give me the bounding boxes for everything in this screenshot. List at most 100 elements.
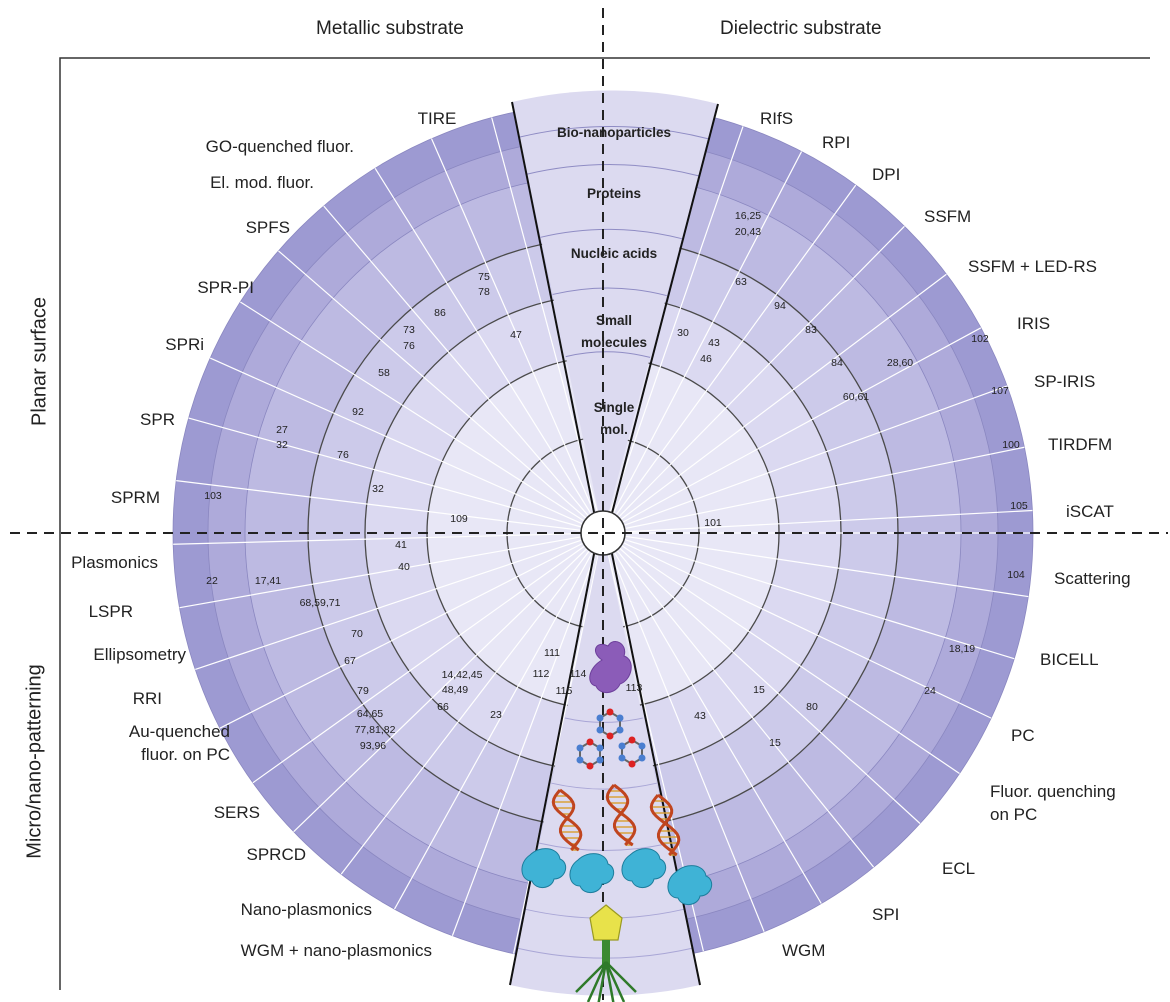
dna-helix [649,793,681,857]
reference-number: 24 [924,685,936,697]
reference-numbers: 75788647737658922732763210310916,2520,43… [204,210,1028,752]
wedge-arc [565,351,651,358]
atom [628,760,636,768]
reference-number: 47 [510,329,522,341]
ring-label: Bio-nanoparticles [557,125,671,140]
technique-label: SP-IRIS [1034,372,1095,391]
spoke-line [624,446,1025,530]
small-molecule [576,738,604,770]
top-wedge [512,90,718,533]
spoke-line [620,544,960,774]
reference-number: 32 [276,439,288,451]
reference-number: 18,19 [949,643,975,655]
reference-number: 28,60 [887,357,913,369]
atom [618,754,626,762]
ring-label: Single [594,400,635,415]
spoke-line [179,536,582,609]
reference-number: 60,61 [843,391,869,403]
antibody [569,853,615,893]
ring-label: Proteins [587,186,641,201]
reference-number: 101 [704,517,722,529]
reference-number: 93,96 [360,740,386,752]
reference-number: 100 [1002,439,1020,451]
spoke-line [616,549,875,868]
ring-label: molecules [581,335,647,350]
technique-label: Fluor. quenching [990,782,1116,801]
reference-number: 111 [544,647,560,659]
reference-number: 41 [395,539,407,551]
spoke-line [176,480,582,531]
atom [638,742,646,750]
atom [606,732,614,740]
reference-number: 80 [806,701,818,713]
ring-label: Small [596,313,632,328]
wedge-edge [610,103,719,518]
frame-lines [10,8,1168,1000]
reference-number: 83 [805,324,817,336]
wedge-edge [610,548,701,986]
technique-label: SPRM [111,488,160,507]
reference-number: 73 [403,324,415,336]
spoke-line [209,357,584,525]
spoke-line [618,547,921,824]
spoke-line [240,301,585,522]
atom [606,708,614,716]
reference-number: 86 [434,307,446,319]
spoke-line [252,545,586,784]
technique-label: DPI [872,165,900,184]
spoke-line [615,184,857,516]
strand [612,783,634,847]
spoke-line [394,551,593,910]
reference-number: 76 [403,340,415,352]
reference-number: 48,49 [442,684,468,696]
spoke-line [623,538,1015,660]
reference-number: 75 [478,271,490,283]
reference-number: 15 [753,684,765,696]
technique-label: Au-quenched [129,722,230,741]
technique-label: Nano-plasmonics [241,900,372,919]
reference-number: 68,59,71 [300,597,341,609]
technique-label: fluor. on PC [141,745,230,764]
small-molecule [618,736,646,768]
reference-number: 105 [1010,500,1028,512]
reference-number: 103 [204,490,222,502]
reference-number: 23 [490,709,502,721]
spoke-line [173,532,582,545]
atom [586,738,594,746]
reference-number: 115 [556,685,573,697]
reference-number: 109 [450,513,468,525]
metallic-substrate-header: Metallic substrate [316,18,464,39]
atom [628,736,636,744]
spoke-line [610,553,765,932]
reference-number: 32 [372,483,384,495]
technique-label: SPRCD [246,845,306,864]
spoke-line [340,550,591,875]
technique-label: IRIS [1017,314,1050,333]
atom [638,754,646,762]
spoke-line [451,553,596,936]
spoke-line [374,168,592,515]
center-hub [580,510,626,556]
technique-label: iSCAT [1066,502,1114,521]
protein-molecule [589,641,632,693]
tail [602,940,610,965]
spoke-line [323,205,590,517]
wedge-arc [539,842,670,851]
analyte-illustrations [521,641,713,1002]
technique-label: BICELL [1040,650,1099,669]
spoke-line [622,327,982,524]
spoke-line [609,126,744,513]
wedge-arc [519,126,709,140]
technique-label: SPR [140,410,175,429]
spoke-line [430,138,595,514]
technique-label: RRI [133,689,162,708]
antibody [667,865,713,905]
reference-number: 77,81,82 [355,724,396,736]
virus-particle [575,904,637,1002]
reference-number: 66 [437,701,449,713]
antibody [621,848,667,888]
reference-number: 64,65 [357,708,383,720]
frame-border [59,57,1150,990]
